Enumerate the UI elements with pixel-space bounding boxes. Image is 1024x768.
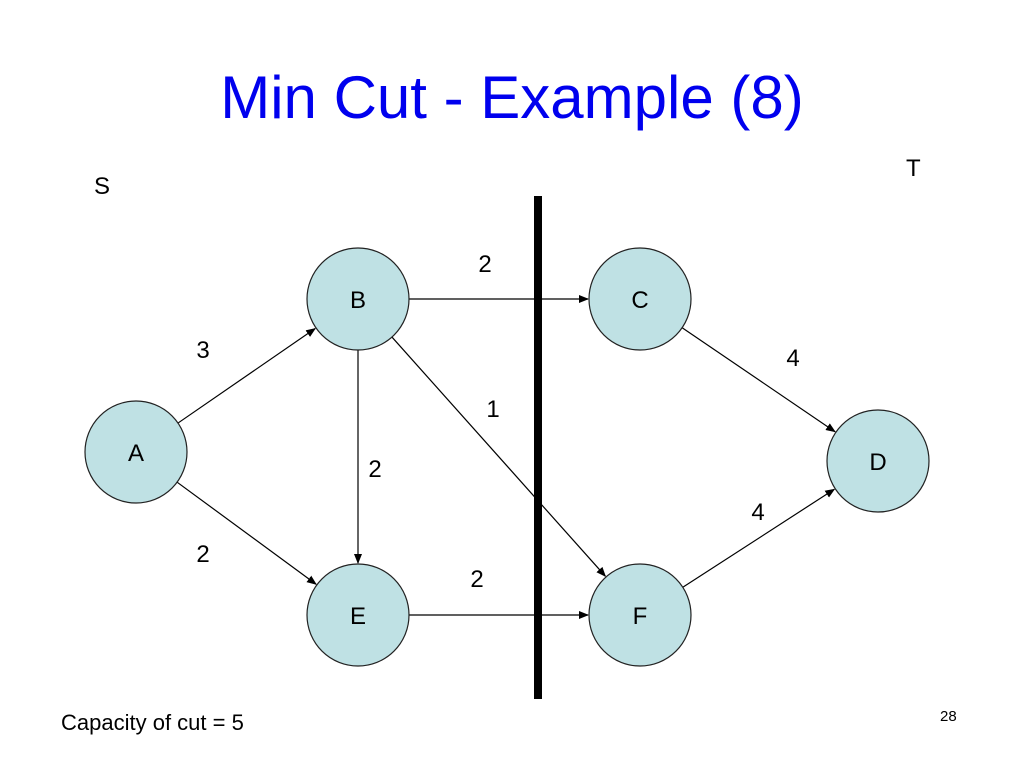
node-b: B	[306, 247, 410, 351]
slide-title: Min Cut - Example (8)	[220, 64, 804, 131]
edge-capacity-a-b: 3	[196, 337, 209, 364]
node-label: E	[350, 603, 366, 630]
node-circle	[588, 563, 692, 667]
node-circle	[84, 400, 188, 504]
edge-a-b	[177, 327, 317, 424]
node-circle	[306, 247, 410, 351]
node-circle	[826, 409, 930, 513]
source-side-label: S	[94, 173, 111, 200]
node-label: C	[631, 287, 648, 314]
edge-capacity-e-f: 2	[470, 566, 483, 593]
cut-capacity-caption: Capacity of cut = 5	[61, 710, 244, 735]
edge-capacity-c-d: 4	[786, 345, 799, 372]
edges-layer	[176, 295, 836, 619]
edge-capacity-a-e: 2	[196, 541, 209, 568]
edge-capacity-b-e: 2	[368, 456, 381, 483]
node-d: D	[826, 409, 930, 513]
edge-capacity-b-f: 1	[486, 396, 499, 423]
node-e: E	[306, 563, 410, 667]
node-label: F	[633, 603, 648, 630]
node-label: D	[869, 449, 886, 476]
sink-side-label: T	[906, 155, 921, 182]
edge-labels-layer: 3 2 2 2 1 2 4 4	[196, 251, 799, 593]
edge-f-d	[682, 488, 836, 588]
edge-c-d	[681, 327, 836, 433]
node-circle	[306, 563, 410, 667]
page-number: 28	[940, 708, 957, 725]
node-label: A	[128, 440, 144, 467]
edge-capacity-b-c: 2	[478, 251, 491, 278]
edge-a-e	[176, 481, 317, 585]
edge-b-f	[391, 336, 607, 577]
node-f: F	[588, 563, 692, 667]
node-circle	[588, 247, 692, 351]
node-a: A	[84, 400, 188, 504]
node-label: B	[350, 287, 366, 314]
nodes-layer: A B C D E F	[84, 247, 930, 667]
edge-capacity-f-d: 4	[751, 499, 764, 526]
node-c: C	[588, 247, 692, 351]
